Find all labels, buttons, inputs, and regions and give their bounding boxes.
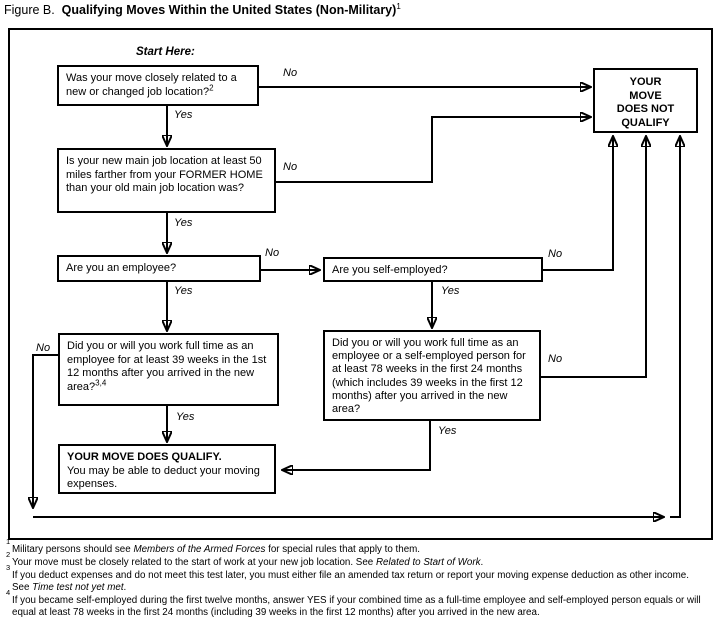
node-q1-footnote-ref: 2 [209,82,214,92]
footnote-4-text: If you became self-employed during the f… [12,595,701,619]
footnote-1-italic: Members of the Armed Forces [133,544,266,555]
label-q4-no: No [548,248,563,260]
not-qualify-line-3: DOES NOT [616,103,675,115]
label-q2-yes: Yes [174,217,193,229]
footnote-2-italic: Related to Start of Work [375,557,481,568]
footnote-3-post: . [123,582,127,594]
footnote-2-post: . [480,557,484,568]
footnote-3-italic: Time test not yet met [32,582,124,594]
node-q2-text: Is your new main job location at least 5… [66,155,263,194]
figure-title-prefix: Figure B. [4,3,55,17]
not-qualify-line-4: QUALIFY [621,116,670,129]
label-q6-no: No [548,353,563,365]
node-q5-footnote-ref: 3,4 [95,377,107,387]
node-q6-78-weeks: Did you or will you work full time as an… [323,330,541,421]
node-q6-text: Did you or will you work full time as an… [332,337,526,416]
footnote-1-post: for special rules that apply to them. [265,544,421,555]
node-result-qualify: YOUR MOVE DOES QUALIFY. You may be able … [58,444,276,494]
qualify-text: You may be able to deduct your moving ex… [67,464,260,491]
node-q1-job-location: Was your move closely related to a new o… [57,65,259,106]
label-q3-yes: Yes [174,285,193,297]
figure-title: Figure B. Qualifying Moves Within the Un… [4,1,401,17]
node-q1-text: Was your move closely related to a new o… [66,72,237,98]
label-q6-yes: Yes [438,425,457,437]
footnote-3-line1: If you deduct expenses and do not meet t… [12,570,689,581]
label-q1-no: No [283,67,298,79]
label-q5-no: No [36,342,51,354]
node-q4-text: Are you self-employed? [332,264,448,276]
start-here-label: Start Here: [136,46,195,58]
node-q3-employee: Are you an employee? [57,255,261,282]
node-result-not-qualify: YOUR MOVE DOES NOT QUALIFY [593,68,698,133]
label-q1-yes: Yes [174,109,193,121]
not-qualify-line-2: MOVE [629,89,662,102]
label-q5-yes: Yes [176,411,195,423]
label-q2-no: No [283,161,298,173]
node-q3-text: Are you an employee? [66,262,177,274]
node-q5-text: Did you or will you work full time as an… [67,340,267,393]
footnote-2-pre: Your move must be closely related to the… [12,557,376,568]
qualify-title: YOUR MOVE DOES QUALIFY. [67,451,222,463]
node-q4-self-employed: Are you self-employed? [323,257,543,282]
node-q2-50-miles: Is your new main job location at least 5… [57,148,276,213]
figure-title-footnote-ref: 1 [396,1,401,11]
figure-title-main: Qualifying Moves Within the United State… [61,3,397,17]
not-qualify-line-1: YOUR [629,76,662,88]
label-q4-yes: Yes [441,285,460,297]
label-q3-no: No [265,247,280,259]
footnote-3-pre: See [12,582,33,594]
footnote-1-pre: Military persons should see [12,544,134,555]
node-q5-39-weeks: Did you or will you work full time as an… [58,333,279,406]
